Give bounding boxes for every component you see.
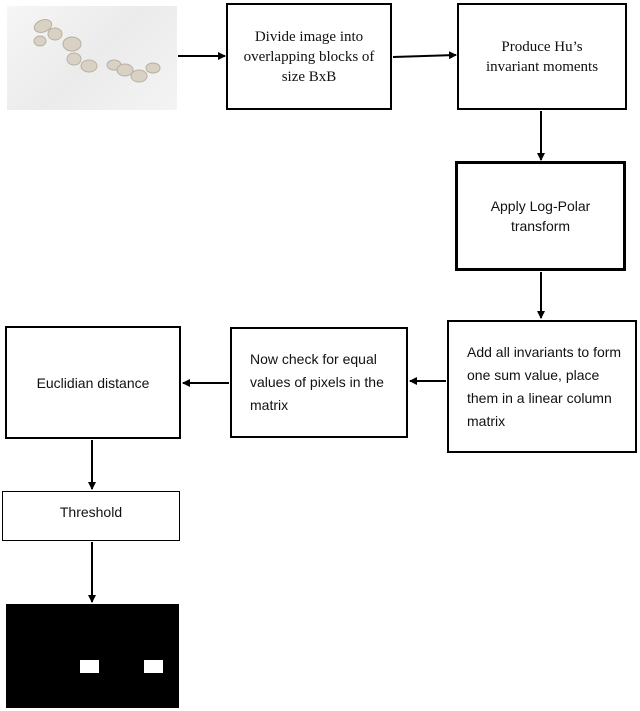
pill-5 (66, 52, 82, 66)
pill-10 (145, 62, 161, 74)
step-threshold-label: Threshold (59, 504, 123, 520)
step-log-polar-label: Apply Log-Polar transform (490, 198, 591, 234)
step-add-invariants-label: Add all invariants to form one sum value… (467, 343, 622, 429)
step-add-invariants-box: Add all invariants to form one sum value… (447, 320, 637, 453)
step-hu-moments-box: Produce Hu’s invariant moments (457, 3, 627, 110)
pill-2 (47, 27, 63, 41)
input-image (7, 6, 177, 110)
arrow-divide-to-hu (392, 51, 457, 60)
pill-4 (62, 36, 82, 52)
pill-3 (33, 35, 47, 47)
pill-6 (80, 59, 98, 73)
step-check-equal-label: Now check for equal values of pixels in … (250, 351, 384, 413)
mask-region-1 (80, 660, 99, 673)
step-divide-label: Divide image into overlapping blocks of … (243, 28, 375, 85)
input-image-graphic (33, 19, 161, 83)
step-check-equal-box: Now check for equal values of pixels in … (230, 327, 408, 438)
step-euclidian-label: Euclidian distance (36, 374, 150, 391)
pill-1 (33, 19, 53, 33)
step-log-polar-box: Apply Log-Polar transform (455, 161, 626, 271)
step-hu-moments-label: Produce Hu’s invariant moments (485, 38, 599, 75)
step-divide-box: Divide image into overlapping blocks of … (226, 3, 392, 110)
mask-region-2 (144, 660, 163, 673)
step-threshold-box: Threshold (2, 491, 180, 541)
step-euclidian-box: Euclidian distance (5, 326, 181, 439)
pill-8 (116, 63, 134, 77)
output-mask-image (6, 604, 179, 708)
pill-9 (130, 69, 148, 83)
